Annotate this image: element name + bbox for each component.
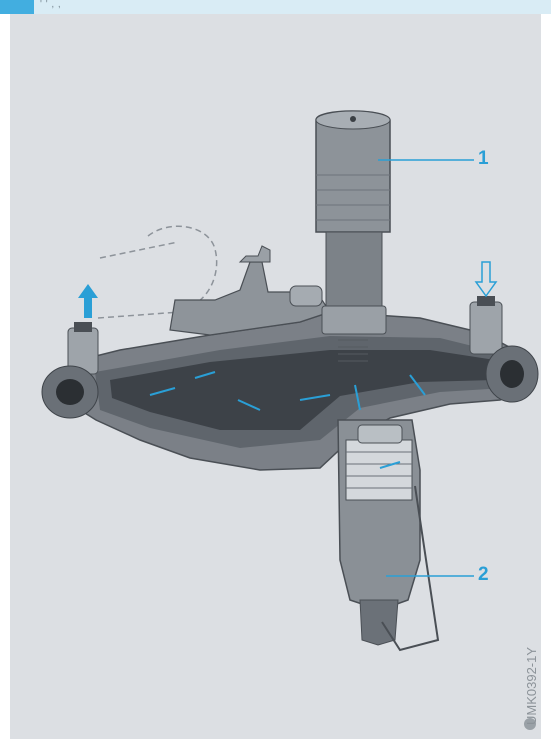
callout-label-1: 1 — [478, 148, 489, 169]
flow-arrows — [78, 261, 498, 469]
callout-label-2: 2 — [478, 564, 489, 585]
internal-flow-icon — [149, 371, 426, 469]
pump-housing — [79, 245, 521, 471]
inlet-fitting — [469, 296, 539, 403]
caption-band: ' ' , , — [0, 0, 551, 14]
dashed-drive-outline — [97, 225, 218, 319]
outlet-arrow-icon — [78, 284, 98, 318]
figure-code: UMK0392-1Y — [522, 600, 540, 735]
hand-primer — [315, 110, 391, 362]
caption-tab — [0, 0, 34, 14]
filter-bowl — [337, 419, 440, 652]
outlet-fitting — [41, 322, 99, 419]
figure-code-text: UMK0392-1Y — [524, 646, 539, 725]
bosch-logo-icon — [524, 718, 536, 730]
caption-fragment: ' ' , , — [40, 0, 62, 10]
leader-lines — [378, 159, 474, 577]
inlet-arrow-icon — [474, 261, 498, 298]
